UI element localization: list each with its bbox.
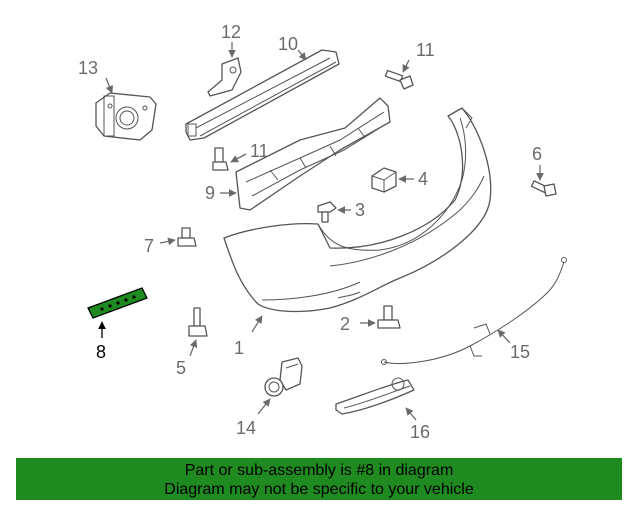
parts-diagram: 13 12 10 11 9 11 4 [78, 22, 567, 442]
part-15-wiring-harness [381, 257, 567, 365]
banner-line-1: Part or sub-assembly is #8 in diagram [184, 462, 454, 479]
part-4-cap [371, 167, 397, 193]
part-1-bumper-cover [223, 107, 492, 313]
label-10: 10 [278, 34, 298, 54]
part-11-bolt-middle [212, 147, 229, 171]
leader-1 [251, 315, 263, 333]
label-5: 5 [176, 358, 186, 378]
label-3: 3 [355, 200, 365, 220]
label-16: 16 [410, 422, 430, 442]
part-9-absorber [235, 97, 391, 211]
leader-14 [257, 398, 271, 415]
part-3-clip [317, 201, 337, 223]
leader-10 [297, 49, 307, 61]
label-11-top: 11 [416, 40, 435, 60]
part-10-reinforcement [185, 49, 340, 141]
label-6: 6 [532, 144, 542, 164]
part-2-clip [377, 305, 401, 329]
part-14-sensor [264, 357, 303, 397]
leader-11-middle [230, 153, 247, 163]
label-15: 15 [510, 342, 530, 362]
label-7: 7 [144, 236, 154, 256]
leader-13 [105, 77, 114, 94]
part-16-reflector [335, 377, 415, 415]
leader-16 [405, 407, 417, 421]
leader-5 [189, 339, 198, 357]
label-11-middle: 11 [250, 141, 269, 161]
part-12-bracket [207, 57, 242, 97]
label-4: 4 [418, 169, 428, 189]
info-banner: Part or sub-assembly is #8 in diagram Di… [16, 458, 622, 500]
label-9: 9 [205, 183, 215, 203]
banner-line-2: Diagram may not be specific to your vehi… [164, 481, 474, 498]
part-7-clip [177, 227, 197, 247]
label-13: 13 [78, 58, 98, 78]
label-12: 12 [221, 22, 241, 42]
part-13-bracket [95, 92, 157, 141]
label-1: 1 [234, 338, 244, 358]
leader-7 [159, 237, 176, 246]
label-2: 2 [340, 314, 350, 334]
label-8: 8 [96, 342, 106, 362]
leader-15 [497, 329, 511, 344]
part-8-highlighted-strip [87, 287, 148, 319]
part-5-screw [188, 307, 208, 337]
label-14: 14 [236, 418, 256, 438]
part-11-bolt-top [384, 69, 414, 90]
part-6-bolt [530, 180, 557, 197]
leader-11-top [402, 59, 410, 73]
